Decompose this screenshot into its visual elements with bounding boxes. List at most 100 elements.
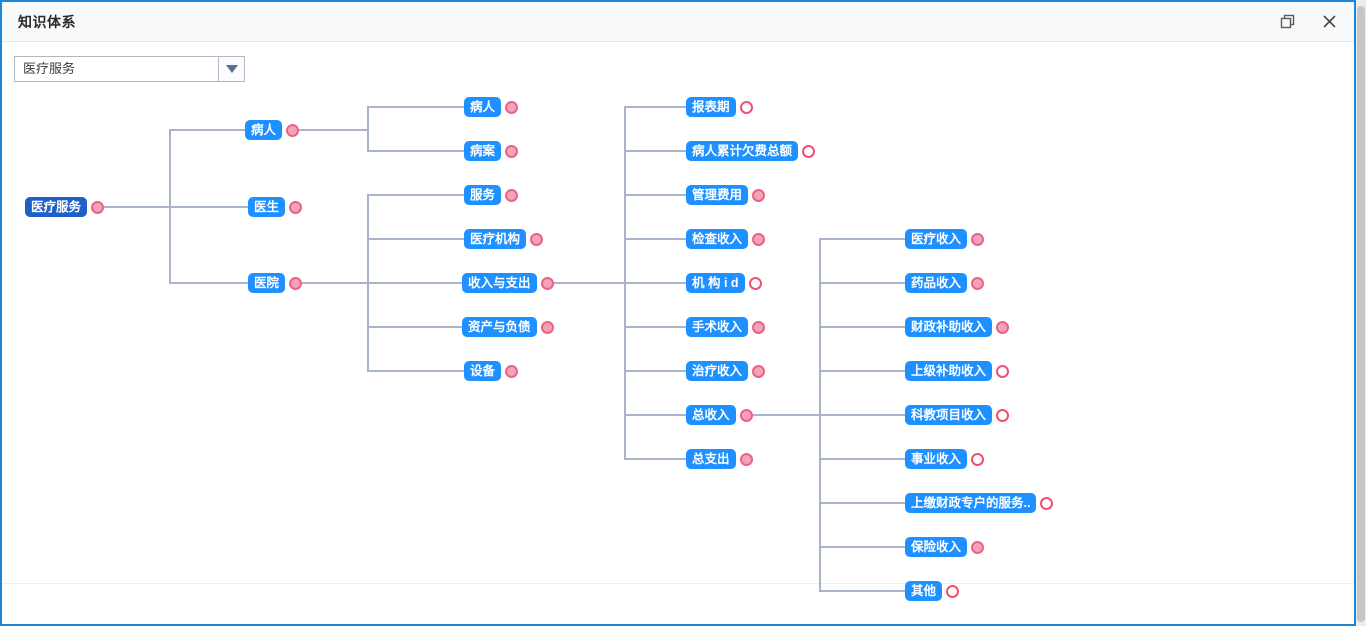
tree-node-jigouid[interactable]: 机 构 i d	[686, 273, 745, 293]
node-handle-filled[interactable]	[505, 144, 518, 158]
tree-connector	[367, 106, 369, 152]
tree-connector	[820, 546, 905, 548]
node-handle-filled[interactable]	[541, 276, 554, 290]
tree-node-fuwu[interactable]: 服务	[464, 185, 502, 205]
tree-node-jianchashouru[interactable]: 检查收入	[686, 229, 749, 249]
tree-connector	[625, 194, 686, 196]
tree-connector	[170, 129, 245, 131]
tree-node-bingren2[interactable]: 病人	[464, 97, 502, 117]
tree-node-label: 事业收入	[911, 452, 962, 466]
tree-connector	[820, 238, 905, 240]
node-handle-filled[interactable]	[740, 408, 753, 422]
tree-node-bingan[interactable]: 病案	[464, 141, 502, 161]
tree-node-yiliaojigou[interactable]: 医疗机构	[464, 229, 527, 249]
category-select-value[interactable]: 医疗服务	[14, 56, 219, 82]
node-handle-hollow[interactable]	[740, 100, 753, 114]
tree-node-baoxianshouru[interactable]: 保险收入	[905, 537, 968, 557]
tree-node-shoushushouru[interactable]: 手术收入	[686, 317, 749, 337]
tree-node-shiyeshouru[interactable]: 事业收入	[905, 449, 968, 469]
restore-window-button[interactable]	[1278, 13, 1296, 31]
node-handle-hollow[interactable]	[802, 144, 815, 158]
tree-node-qianfei[interactable]: 病人累计欠费总额	[686, 141, 799, 161]
scrollbar-thumb[interactable]	[1357, 6, 1365, 622]
node-handle-filled[interactable]	[505, 188, 518, 202]
tree-node-label: 上缴财政专户的服务..	[911, 496, 1031, 510]
tree-node-yiliaoshouru[interactable]: 医疗收入	[905, 229, 968, 249]
tree-node-yisheng[interactable]: 医生	[248, 197, 286, 217]
tree-connector	[625, 370, 686, 372]
tree-node-label: 药品收入	[911, 276, 962, 290]
tree-node-baobiaoqi[interactable]: 报表期	[686, 97, 736, 117]
tree-connector	[368, 238, 464, 240]
tree-node-root[interactable]: 医疗服务	[25, 197, 88, 217]
node-handle-filled[interactable]	[505, 364, 518, 378]
tree-node-guanlifeiyong[interactable]: 管理费用	[686, 185, 749, 205]
tree-node-label: 服务	[470, 188, 496, 202]
node-handle-hollow[interactable]	[1040, 496, 1053, 510]
node-handle-filled[interactable]	[286, 123, 299, 137]
node-handle-hollow[interactable]	[946, 584, 959, 598]
tree-node-label: 医生	[254, 200, 280, 214]
node-handle-hollow[interactable]	[971, 452, 984, 466]
tree-connector	[170, 206, 248, 208]
node-handle-filled[interactable]	[752, 232, 765, 246]
tree-node-zongshouru[interactable]: 总收入	[686, 405, 736, 425]
tree-node-zongzhichu[interactable]: 总支出	[686, 449, 736, 469]
tree-node-label: 报表期	[692, 100, 730, 114]
dropdown-arrow-button[interactable]	[219, 56, 245, 82]
content-separator	[2, 583, 1354, 584]
tree-node-label: 收入与支出	[468, 276, 531, 290]
tree-node-zhiliaoshouru[interactable]: 治疗收入	[686, 361, 749, 381]
tree-connector	[302, 282, 368, 284]
node-handle-filled[interactable]	[91, 200, 104, 214]
node-handle-filled[interactable]	[740, 452, 753, 466]
tree-node-label: 医院	[254, 276, 280, 290]
tree-connector	[368, 282, 462, 284]
tree-node-shangjibuzhu[interactable]: 上级补助收入	[905, 361, 993, 381]
tree-connector	[368, 106, 464, 108]
tree-node-shebei[interactable]: 设备	[464, 361, 502, 381]
node-handle-filled[interactable]	[971, 276, 984, 290]
tree-node-shouzhi[interactable]: 收入与支出	[462, 273, 537, 293]
vertical-scrollbar[interactable]	[1356, 0, 1366, 626]
node-handle-filled[interactable]	[971, 232, 984, 246]
node-handle-filled[interactable]	[289, 276, 302, 290]
tree-connector	[820, 370, 905, 372]
tree-node-label: 医疗机构	[470, 232, 521, 246]
tree-connector	[820, 414, 905, 416]
close-icon	[1322, 15, 1336, 28]
node-handle-filled[interactable]	[541, 320, 554, 334]
tree-connector	[554, 282, 625, 284]
node-handle-hollow[interactable]	[749, 276, 762, 290]
tree-connector	[753, 414, 820, 416]
tree-node-kejiaoxiangmu[interactable]: 科教项目收入	[905, 405, 993, 425]
restore-window-icon	[1280, 14, 1294, 29]
tree-node-shangjiao[interactable]: 上缴财政专户的服务..	[905, 493, 1037, 513]
node-handle-filled[interactable]	[996, 320, 1009, 334]
tree-node-zichanfuzhai[interactable]: 资产与负债	[462, 317, 537, 337]
node-handle-filled[interactable]	[752, 188, 765, 202]
tree-connector	[625, 414, 686, 416]
node-handle-filled[interactable]	[971, 540, 984, 554]
tree-node-label: 医疗服务	[31, 200, 82, 214]
tree-node-yaopinshouru[interactable]: 药品收入	[905, 273, 968, 293]
node-handle-filled[interactable]	[752, 364, 765, 378]
tree-node-yiyuan[interactable]: 医院	[248, 273, 286, 293]
node-handle-hollow[interactable]	[996, 364, 1009, 378]
tree-connector	[625, 150, 686, 152]
node-handle-filled[interactable]	[289, 200, 302, 214]
node-handle-filled[interactable]	[505, 100, 518, 114]
category-select[interactable]: 医疗服务	[14, 56, 245, 82]
tree-connector	[820, 590, 905, 592]
node-handle-filled[interactable]	[530, 232, 543, 246]
tree-node-label: 上级补助收入	[911, 364, 987, 378]
close-button[interactable]	[1320, 13, 1338, 31]
tree-connector	[368, 194, 464, 196]
tree-connector	[820, 326, 905, 328]
tree-node-bingren1[interactable]: 病人	[245, 120, 283, 140]
tree-node-caizhengbuzhu[interactable]: 财政补助收入	[905, 317, 993, 337]
node-handle-filled[interactable]	[752, 320, 765, 334]
tree-node-label: 医疗收入	[911, 232, 962, 246]
tree-node-qita[interactable]: 其他	[905, 581, 943, 601]
node-handle-hollow[interactable]	[996, 408, 1009, 422]
